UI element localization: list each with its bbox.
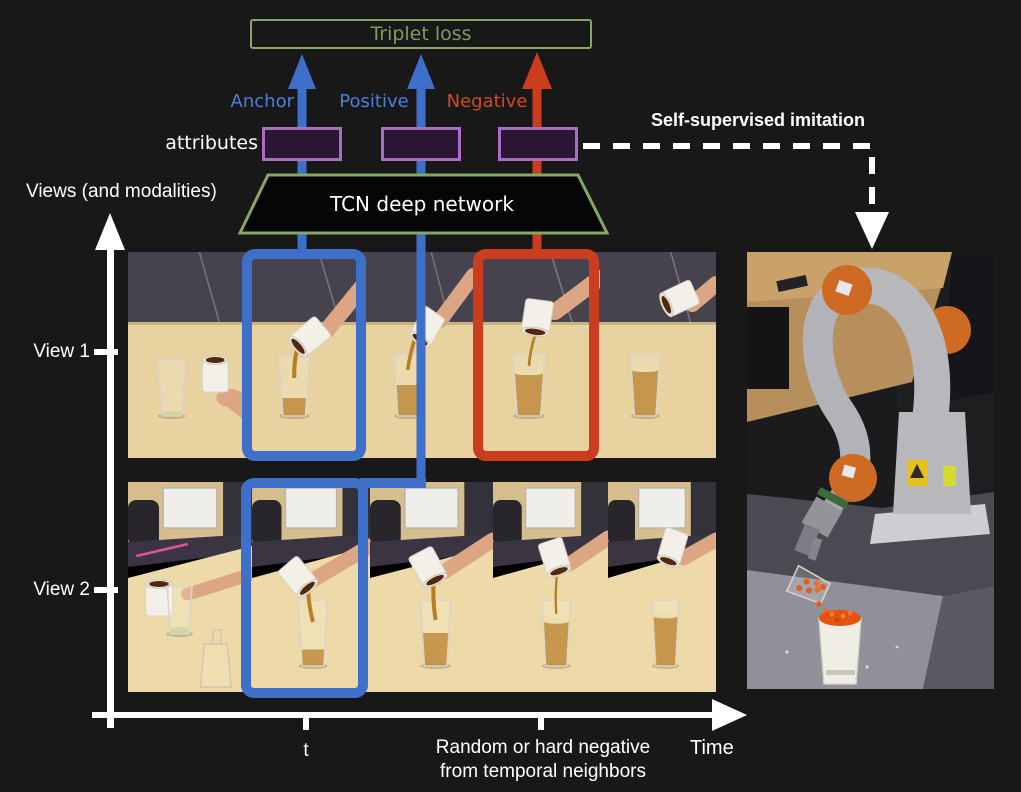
positive-arrowhead-icon bbox=[407, 54, 435, 89]
imitation-dashed-arrow bbox=[583, 143, 875, 210]
video-frame-view2-3-context bbox=[370, 482, 493, 692]
attribute-box-positive bbox=[381, 127, 461, 161]
negative-tick-label-line1: Random or hard negative bbox=[435, 737, 651, 758]
tcn-network-label: TCN deep network bbox=[330, 192, 514, 216]
imitation-label: Self-supervised imitation bbox=[650, 110, 866, 130]
t-tick-label: t bbox=[303, 740, 309, 761]
negative-tick-label-line2: from temporal neighbors bbox=[440, 761, 646, 782]
video-frame-view2-4-context bbox=[493, 482, 608, 692]
triplet-loss-box: Triplet loss bbox=[250, 19, 592, 49]
negative-arrowhead-icon bbox=[522, 52, 552, 89]
attribute-box-anchor bbox=[262, 127, 342, 161]
triplet-loss-label: Triplet loss bbox=[370, 23, 472, 45]
robot-photo bbox=[747, 252, 994, 689]
anchor-label: Anchor bbox=[230, 91, 294, 112]
video-frame-view1-3-context bbox=[366, 252, 473, 458]
video-frame-view2-5-context bbox=[608, 482, 716, 692]
video-frame-view1-5-context bbox=[600, 252, 716, 458]
imitation-arrowhead-icon bbox=[855, 212, 889, 249]
video-frame-view2-2-positive bbox=[252, 482, 370, 692]
video-frame-view1-2-anchor bbox=[245, 252, 366, 458]
attribute-box-negative bbox=[498, 127, 578, 161]
attributes-label: attributes bbox=[165, 132, 258, 154]
robot-arm-illustration bbox=[747, 252, 994, 689]
view2-frame-strip bbox=[128, 482, 716, 692]
y-axis-arrowhead-icon bbox=[95, 213, 125, 250]
video-frame-view1-1-context bbox=[128, 252, 245, 458]
view2-label: View 2 bbox=[33, 579, 90, 600]
negative-label: Negative bbox=[446, 91, 528, 112]
x-axis-arrowhead-icon bbox=[712, 699, 747, 731]
positive-label: Positive bbox=[339, 91, 409, 112]
view1-frame-strip bbox=[128, 252, 716, 458]
anchor-arrowhead-icon bbox=[288, 54, 316, 89]
negative-tick-label: Random or hard negative from temporal ne… bbox=[405, 736, 681, 784]
video-frame-view2-1-context bbox=[128, 482, 252, 692]
y-axis-label: Views (and modalities) bbox=[26, 181, 217, 202]
time-label: Time bbox=[690, 737, 734, 759]
view1-label: View 1 bbox=[33, 341, 90, 362]
video-frame-view1-4-negative bbox=[473, 252, 600, 458]
